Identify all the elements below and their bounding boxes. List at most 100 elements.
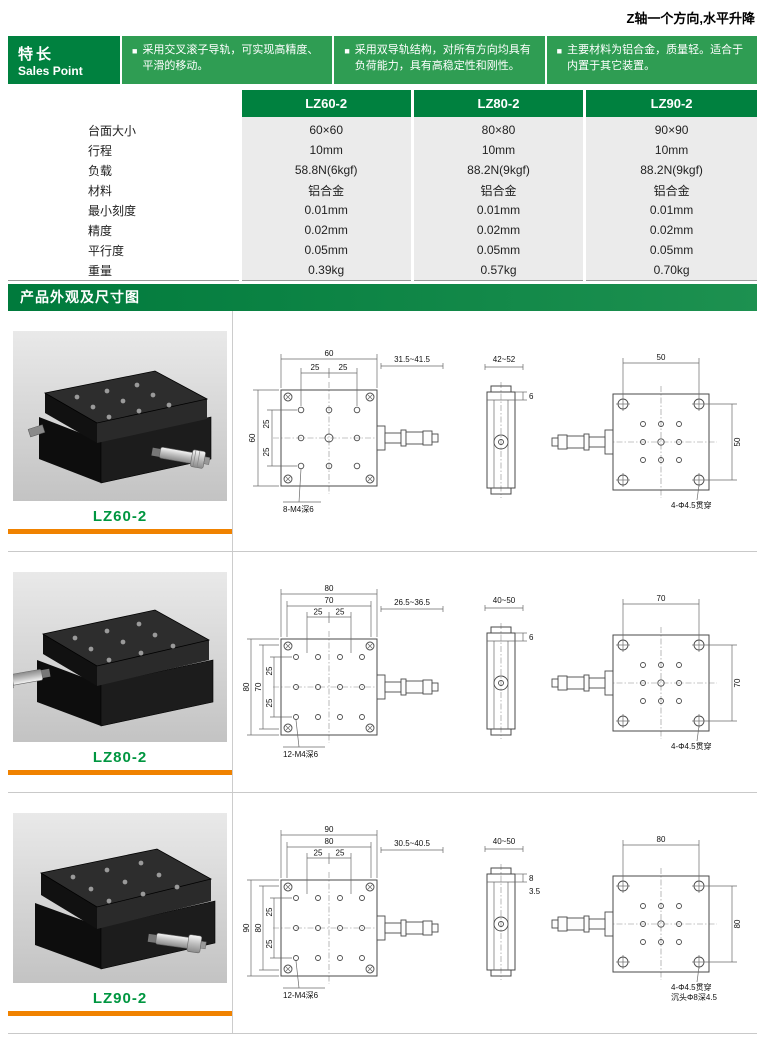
table-row: 精度 0.02mm 0.02mm 0.02mm xyxy=(8,220,757,240)
table-row: 重量 0.39kg 0.57kg 0.70kg xyxy=(8,260,757,281)
spec-row-label: 精度 xyxy=(8,220,240,240)
dimension-label: 26.5~36.5 xyxy=(394,598,430,607)
dimension-label: 8 xyxy=(529,874,534,883)
dimension-label: 31.5~41.5 xyxy=(394,355,430,364)
table-row: 最小刻度 0.01mm 0.01mm 0.01mm xyxy=(8,200,757,220)
dimension-label: 25 xyxy=(262,419,271,428)
micrometer-drawing xyxy=(376,915,439,941)
spec-value: 0.39kg xyxy=(238,260,413,281)
spec-value: 10mm xyxy=(410,140,585,160)
spec-value: 10mm xyxy=(583,140,757,160)
plan-view-drawing: 90 80 25 25 90 80 25 25 xyxy=(242,825,444,1000)
product-photo xyxy=(13,572,227,742)
sales-point-subtitle: Sales Point xyxy=(18,63,83,78)
table-row: 材料 铝合金 铝合金 铝合金 xyxy=(8,180,757,200)
product-underline xyxy=(8,770,232,775)
sales-point-bullets: ■ 采用交叉滚子导轨，可实现高精度、平滑的移动。 ■ 采用双导轨结构，对所有方向… xyxy=(120,36,757,84)
spec-value: 0.05mm xyxy=(583,240,757,260)
dimension-label: 3.5 xyxy=(529,887,541,896)
dimension-label: 25 xyxy=(262,447,271,456)
dimension-label: 50 xyxy=(657,353,666,362)
spec-value: 10mm xyxy=(238,140,413,160)
side-view-drawing: 40~50 6 xyxy=(484,596,534,739)
spec-row-label: 行程 xyxy=(8,140,240,160)
micrometer-photo-part xyxy=(151,447,211,469)
product-photo-column: LZ90-2 xyxy=(8,793,232,1033)
dimension-label: 80 xyxy=(657,835,666,844)
product-name: LZ60-2 xyxy=(92,508,148,525)
dimension-label: 80 xyxy=(733,919,742,928)
dimension-label: 25 xyxy=(336,849,345,858)
spec-value: 58.8N(6kgf) xyxy=(238,160,413,180)
page-top-note: Z轴一个方向,水平升降 xyxy=(626,11,755,26)
dimension-label: 70 xyxy=(733,678,742,687)
micrometer-drawing xyxy=(551,911,614,937)
spec-row-label: 平行度 xyxy=(8,240,240,260)
spec-row-label: 材料 xyxy=(8,180,240,200)
bullet-marker-icon: ■ xyxy=(344,46,350,56)
bottom-view-drawing: 70 70 4-Φ4.5贯穿 xyxy=(551,594,742,751)
bullet-text: 主要材料为铝合金，质量轻。适合于内置于其它装置。 xyxy=(567,44,744,72)
bottom-view-drawing: 50 50 4-Φ4.5贯穿 xyxy=(551,353,742,510)
spec-row-label: 最小刻度 xyxy=(8,200,240,220)
dimension-label: 25 xyxy=(314,608,323,617)
micrometer-drawing xyxy=(376,425,439,451)
product-name: LZ80-2 xyxy=(92,749,148,766)
spec-value: 0.05mm xyxy=(410,240,585,260)
dimension-label: 60 xyxy=(248,433,257,442)
dimension-label: 25 xyxy=(265,939,274,948)
spec-value: 铝合金 xyxy=(410,180,585,200)
side-view-body xyxy=(486,873,516,971)
dimension-label: 80 xyxy=(254,923,263,932)
sales-point-title: 特长 xyxy=(18,45,55,63)
sales-bullet-1: ■ 采用交叉滚子导轨，可实现高精度、平滑的移动。 xyxy=(120,36,332,84)
hole-callout-label: 4-Φ4.5贯穿 xyxy=(671,500,712,510)
dimension-label: 25 xyxy=(339,363,348,372)
dimension-label: 25 xyxy=(265,666,274,675)
spec-value: 铝合金 xyxy=(583,180,757,200)
spec-value: 0.01mm xyxy=(583,200,757,220)
spec-value: 0.02mm xyxy=(583,220,757,240)
micrometer-drawing xyxy=(551,429,614,455)
product-photo xyxy=(13,331,227,501)
dimension-label: 80 xyxy=(242,682,251,691)
sales-point-band: 特长 Sales Point ■ 采用交叉滚子导轨，可实现高精度、平滑的移动。 … xyxy=(8,36,757,84)
spec-column-header: LZ90-2 xyxy=(583,90,757,117)
bottom-view-square xyxy=(612,634,710,732)
table-row: 台面大小 60×60 80×80 90×90 xyxy=(8,117,757,140)
spec-row-label: 重量 xyxy=(8,260,240,281)
bullet-marker-icon: ■ xyxy=(556,46,563,56)
micrometer-photo-part xyxy=(147,932,207,954)
product-photo xyxy=(13,813,227,983)
dimension-label: 80 xyxy=(325,837,334,846)
dimension-label: 60 xyxy=(325,349,334,358)
product-underline xyxy=(8,529,232,534)
dimension-label: 25 xyxy=(265,698,274,707)
micrometer-drawing xyxy=(551,670,614,696)
spec-row-label: 台面大小 xyxy=(8,117,240,140)
spec-value: 88.2N(9kgf) xyxy=(583,160,757,180)
dimension-label: 80 xyxy=(325,584,334,593)
dimension-label: 25 xyxy=(336,608,345,617)
product-name: LZ90-2 xyxy=(92,990,148,1007)
dimension-label: 25 xyxy=(265,907,274,916)
dimension-label: 70 xyxy=(657,594,666,603)
spec-value: 铝合金 xyxy=(238,180,413,200)
spec-column-header: LZ80-2 xyxy=(410,90,585,117)
product-row-lz90: LZ90-2 90 xyxy=(8,793,757,1034)
spec-value: 60×60 xyxy=(238,117,413,140)
spec-value: 0.01mm xyxy=(238,200,413,220)
dimension-label: 40~50 xyxy=(493,837,516,846)
dimension-label: 50 xyxy=(733,437,742,446)
table-row: 平行度 0.05mm 0.05mm 0.05mm xyxy=(8,240,757,260)
section-title-bar: 产品外观及尺寸图 xyxy=(8,284,757,311)
side-view-drawing: 40~50 8 3.5 xyxy=(484,837,541,980)
sales-point-title-box: 特长 Sales Point xyxy=(8,36,120,84)
hole-callout-label: 4-Φ4.5贯穿 xyxy=(671,982,712,992)
bullet-text: 采用交叉滚子导轨，可实现高精度、平滑的移动。 xyxy=(142,44,319,72)
side-view-body xyxy=(486,391,516,489)
plan-view-drawing: 80 70 25 25 80 70 25 25 xyxy=(242,584,444,759)
spec-value: 0.02mm xyxy=(410,220,585,240)
sales-bullet-2: ■ 采用双导轨结构，对所有方向均具有负荷能力，具有高稳定性和刚性。 xyxy=(332,36,544,84)
spec-value: 0.02mm xyxy=(238,220,413,240)
